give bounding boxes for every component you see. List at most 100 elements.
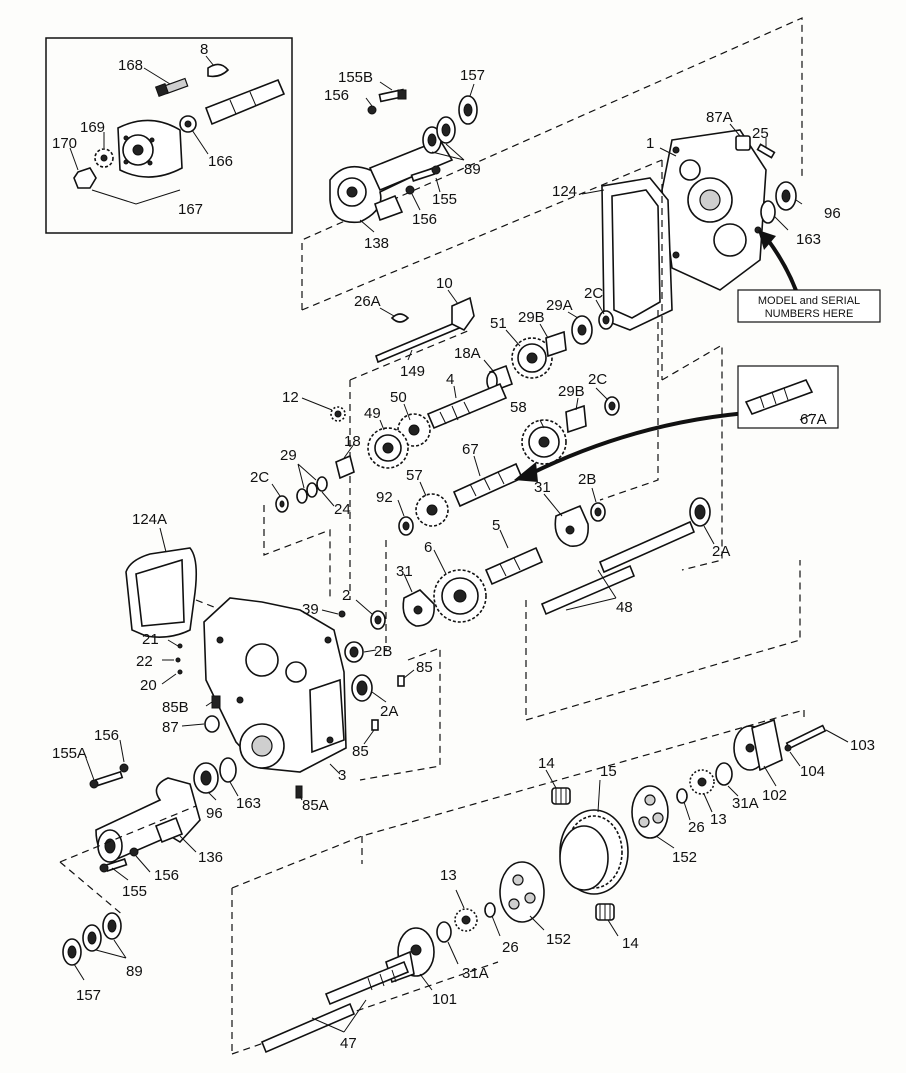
label-136: 136 xyxy=(198,849,223,866)
label-31a: 31 xyxy=(534,479,551,496)
label-155b: 155 xyxy=(122,883,147,900)
bolt-155A xyxy=(89,770,124,789)
gear-12 xyxy=(330,406,346,422)
label-157b: 157 xyxy=(76,987,101,1004)
label-87: 87 xyxy=(162,719,179,736)
label-138: 138 xyxy=(364,235,389,252)
bearing-96b xyxy=(193,762,219,794)
label-2Ab: 2A xyxy=(380,703,398,720)
label-14a: 14 xyxy=(538,755,555,772)
label-14b: 14 xyxy=(622,935,639,952)
shaft-5 xyxy=(484,546,544,586)
washer-29Aa xyxy=(571,315,593,345)
part-labels: 168 8 169 170 166 167 155B 156 157 89 15… xyxy=(52,41,875,1052)
label-49: 49 xyxy=(364,405,381,422)
shafts-48 xyxy=(540,520,696,616)
label-155A: 155A xyxy=(52,745,87,762)
label-156c: 156 xyxy=(94,727,119,744)
washer-31Ab xyxy=(436,921,452,943)
label-163b: 163 xyxy=(236,795,261,812)
plug-87 xyxy=(204,715,220,733)
pin-85A xyxy=(295,785,303,799)
label-13b: 13 xyxy=(440,867,457,884)
bolt-25 xyxy=(756,143,776,159)
label-2Cb: 2C xyxy=(588,371,607,388)
label-2Ca: 2C xyxy=(584,285,603,302)
bearing-96a xyxy=(775,181,797,211)
pin-85a xyxy=(397,675,405,687)
label-168: 168 xyxy=(118,57,143,74)
label-167: 167 xyxy=(178,201,203,218)
pinion-14b xyxy=(595,903,615,921)
bolt-155a xyxy=(410,165,441,182)
inset-key-8 xyxy=(207,63,230,78)
label-12: 12 xyxy=(282,389,299,406)
label-87A: 87A xyxy=(706,109,733,126)
label-155a: 155 xyxy=(432,191,457,208)
label-25: 25 xyxy=(752,125,769,142)
label-2Aa: 2A xyxy=(712,543,730,560)
bearing-2Cb xyxy=(604,396,620,416)
plate-31a xyxy=(554,504,589,547)
label-67A: 67A xyxy=(800,411,827,428)
callout-line1: MODEL and SERIAL xyxy=(758,295,860,307)
ring-163a xyxy=(760,200,776,224)
label-39: 39 xyxy=(302,601,319,618)
inset-nut-170 xyxy=(73,167,97,189)
ring-163b xyxy=(219,757,237,783)
gear-58 xyxy=(521,419,567,465)
shift-rod-149 xyxy=(375,318,465,364)
pin-85b xyxy=(371,719,379,731)
fork-10 xyxy=(451,296,475,332)
housing-3 xyxy=(203,597,347,773)
label-2: 2 xyxy=(342,587,350,604)
bolt-103 xyxy=(785,724,827,750)
washers-29-24 xyxy=(296,476,328,504)
label-21: 21 xyxy=(142,631,159,648)
label-152a: 152 xyxy=(672,849,697,866)
label-1: 1 xyxy=(646,135,654,152)
bearing-2Ab xyxy=(351,674,373,702)
bolt-155b xyxy=(99,858,128,873)
outline-top xyxy=(301,17,803,310)
serial-callout-box xyxy=(737,289,881,323)
label-89b: 89 xyxy=(126,963,143,980)
bearing-2 xyxy=(370,610,386,630)
inset-shaft xyxy=(204,78,286,126)
clip-26a xyxy=(676,788,688,804)
gear-13a xyxy=(689,769,715,795)
label-26b: 26 xyxy=(502,939,519,956)
label-156b: 156 xyxy=(412,211,437,228)
pin-20 xyxy=(177,669,183,675)
label-22: 22 xyxy=(136,653,153,670)
label-20: 20 xyxy=(140,677,157,694)
label-29Aa: 29A xyxy=(546,297,573,314)
flange-102 xyxy=(733,718,783,772)
pin-21 xyxy=(177,643,183,649)
clip-26A xyxy=(390,313,410,323)
ring-gear-15 xyxy=(559,809,629,895)
label-31Aa: 31A xyxy=(732,795,759,812)
label-29Ba: 29B xyxy=(518,309,545,326)
label-2Cc: 2C xyxy=(250,469,269,486)
label-104: 104 xyxy=(800,763,825,780)
label-67: 67 xyxy=(462,441,479,458)
inset-gear-169 xyxy=(94,148,114,168)
bearing-2Ca xyxy=(598,310,614,330)
label-152b: 152 xyxy=(546,931,571,948)
label-124: 124 xyxy=(552,183,577,200)
label-102: 102 xyxy=(762,787,787,804)
label-2Ba: 2B xyxy=(578,471,596,488)
gear-57 xyxy=(415,493,449,527)
housing-136 xyxy=(95,777,201,863)
gasket-124A xyxy=(125,547,198,638)
label-156d: 156 xyxy=(154,867,179,884)
label-24: 24 xyxy=(334,501,351,518)
gasket-124 xyxy=(601,177,673,331)
bearings-89a xyxy=(422,116,456,154)
plug-87A xyxy=(735,135,751,151)
washer-156c xyxy=(119,763,129,773)
label-18A: 18A xyxy=(454,345,481,362)
